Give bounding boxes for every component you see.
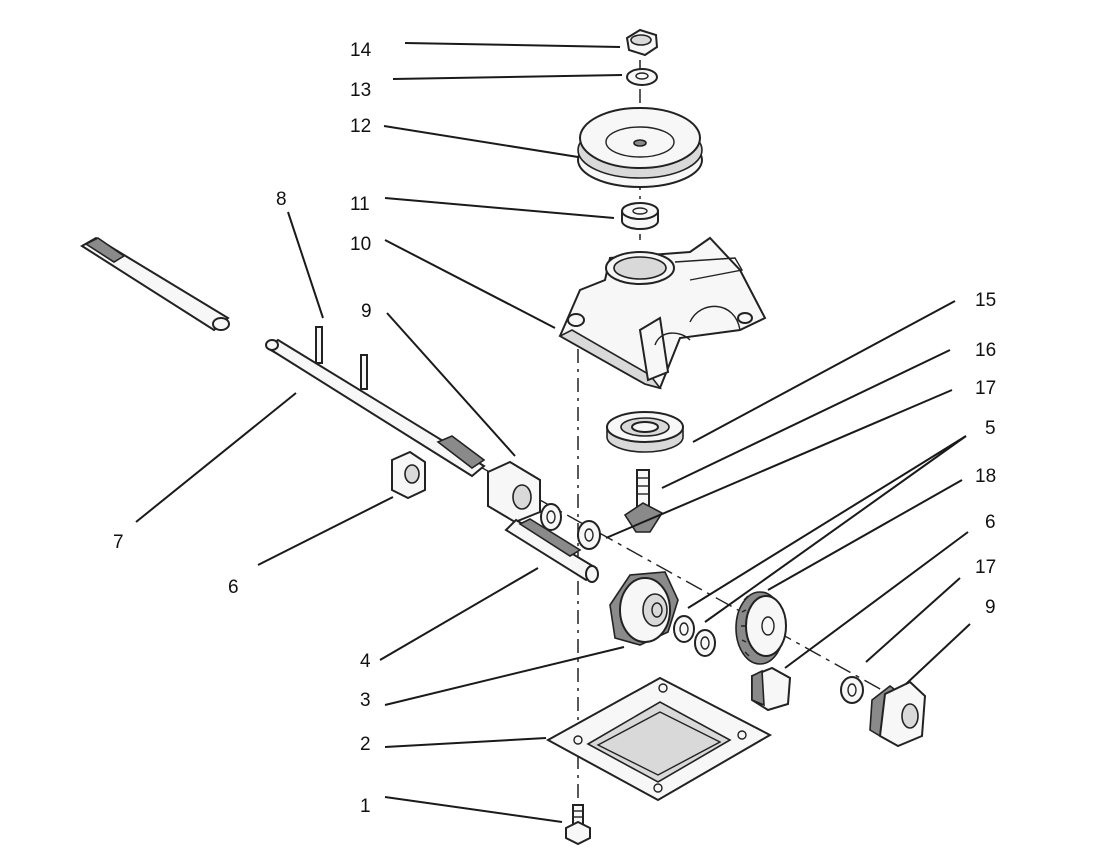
callout-5: 5 bbox=[985, 418, 996, 439]
callout-11: 11 bbox=[350, 194, 370, 215]
callout-9-lower: 9 bbox=[985, 597, 996, 618]
bearing-part bbox=[606, 411, 684, 453]
leader-8 bbox=[287, 211, 324, 319]
callout-17-upper: 17 bbox=[975, 378, 996, 399]
callout-15: 15 bbox=[975, 290, 996, 311]
pulley-part bbox=[577, 107, 703, 188]
pins-part bbox=[315, 326, 368, 390]
shaft-washers-part bbox=[540, 503, 601, 550]
cover-plate-part bbox=[545, 676, 773, 802]
leader-2 bbox=[384, 737, 547, 748]
spur-gear-part bbox=[735, 591, 787, 665]
callout-18: 18 bbox=[975, 466, 996, 487]
leader-17b bbox=[865, 577, 961, 663]
flanged-bushing-right-part bbox=[869, 680, 927, 748]
washer-13-part bbox=[626, 68, 658, 86]
callout-2: 2 bbox=[360, 734, 371, 755]
leader-1 bbox=[384, 796, 563, 823]
spacer-part bbox=[621, 202, 659, 230]
nut-part bbox=[625, 28, 659, 57]
leader-7 bbox=[135, 392, 297, 523]
leader-lines bbox=[135, 42, 971, 823]
callout-7: 7 bbox=[113, 532, 124, 553]
leader-9a bbox=[386, 312, 516, 457]
callout-labels: 14 13 12 11 10 8 9 7 6 4 3 2 1 15 16 17 … bbox=[113, 40, 996, 817]
leader-10 bbox=[384, 239, 556, 329]
leader-5b bbox=[704, 435, 967, 623]
leader-16 bbox=[661, 349, 951, 489]
leader-14 bbox=[404, 42, 621, 48]
callout-3: 3 bbox=[360, 690, 371, 711]
leader-11 bbox=[384, 197, 615, 219]
gear-washers-part bbox=[673, 615, 716, 657]
callout-10: 10 bbox=[350, 234, 371, 255]
leader-12 bbox=[383, 125, 579, 158]
callout-4: 4 bbox=[360, 651, 371, 672]
callout-14: 14 bbox=[350, 40, 372, 61]
callout-6-right: 6 bbox=[985, 512, 996, 533]
loose-axle-part bbox=[80, 236, 230, 332]
callout-13: 13 bbox=[350, 80, 371, 101]
bevel-gear-part bbox=[609, 571, 679, 646]
main-axle-part bbox=[265, 338, 486, 478]
leader-3 bbox=[384, 646, 625, 706]
leader-6a bbox=[257, 496, 394, 566]
leader-5a bbox=[687, 435, 967, 609]
leader-18 bbox=[767, 479, 963, 591]
callout-12: 12 bbox=[350, 116, 371, 137]
callout-9-upper: 9 bbox=[361, 301, 372, 322]
callout-16: 16 bbox=[975, 340, 996, 361]
callout-17-lower: 17 bbox=[975, 557, 996, 578]
callout-6-left: 6 bbox=[228, 577, 239, 598]
gear-housing-part bbox=[558, 236, 767, 390]
washer-right-part bbox=[840, 676, 864, 704]
leader-9b bbox=[905, 623, 971, 685]
leader-15 bbox=[692, 300, 956, 443]
pinion-shaft-part bbox=[623, 469, 664, 533]
callout-8: 8 bbox=[276, 189, 287, 210]
leader-13 bbox=[392, 74, 623, 80]
bushing-right-part bbox=[751, 666, 792, 712]
bushing-left-part bbox=[391, 450, 426, 500]
callout-1: 1 bbox=[360, 796, 371, 817]
keyed-shaft-part bbox=[504, 518, 599, 583]
screw-part bbox=[565, 804, 591, 846]
leader-6b bbox=[784, 531, 969, 669]
leader-4 bbox=[379, 567, 539, 661]
flanged-bushing-part bbox=[487, 460, 541, 524]
leader-17a bbox=[605, 389, 953, 539]
